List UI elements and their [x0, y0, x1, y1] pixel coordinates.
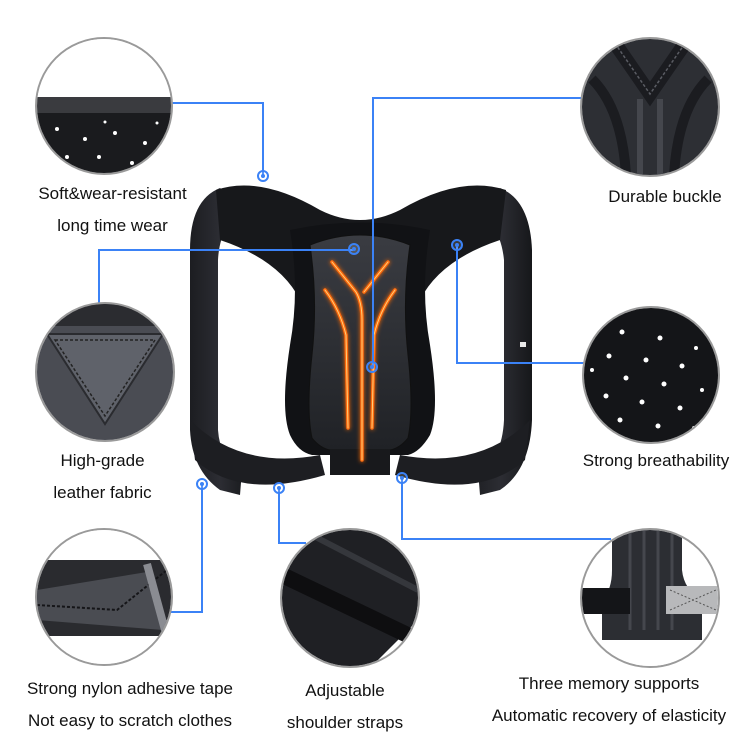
connector-line — [372, 97, 582, 99]
connector-line — [401, 478, 403, 540]
label-straps: Adjustable shoulder straps — [270, 681, 420, 733]
label-line: long time wear — [57, 216, 168, 235]
label-line: Strong breathability — [582, 451, 730, 470]
connector-line — [278, 542, 306, 544]
label-line: Not easy to scratch clothes — [27, 711, 233, 730]
connector-line — [170, 102, 263, 104]
detail-perforated-fabric-edge — [35, 37, 173, 175]
label-line: Adjustable — [305, 681, 385, 700]
label-line: Automatic recovery of elasticity — [491, 706, 727, 725]
hotspot-straps[interactable] — [273, 482, 285, 494]
connector-line — [201, 484, 203, 612]
posture-brace-image — [180, 170, 540, 510]
detail-woven-strap — [280, 528, 420, 668]
hotspot-leather[interactable] — [348, 243, 360, 255]
detail-stitched-leather-triangle — [35, 302, 175, 442]
connector-line — [262, 102, 264, 176]
hotspot-breathability[interactable] — [451, 239, 463, 251]
hotspot-memory-supports[interactable] — [396, 472, 408, 484]
label-line: Durable buckle — [608, 187, 722, 206]
connector-line — [372, 97, 374, 367]
label-line: shoulder straps — [286, 713, 404, 732]
label-breathability: Strong breathability — [562, 451, 750, 471]
detail-nylon-tape — [35, 528, 173, 666]
detail-y-shaped-leather-panel — [580, 37, 720, 177]
connector-line — [98, 249, 353, 251]
hotspot-soft-wear[interactable] — [257, 170, 269, 182]
connector-line — [278, 488, 280, 543]
detail-support-buckle-base — [580, 528, 720, 668]
label-leather: High-grade leather fabric — [0, 451, 205, 503]
label-line: leather fabric — [53, 483, 152, 502]
connector-line — [456, 245, 458, 363]
detail-perforated-mesh — [582, 306, 720, 444]
label-line: Strong nylon adhesive tape — [26, 679, 234, 698]
connector-line — [170, 611, 203, 613]
label-line: High-grade — [60, 451, 145, 470]
hotspot-durable-buckle[interactable] — [366, 361, 378, 373]
connector-line — [98, 249, 100, 304]
connector-line — [456, 362, 584, 364]
label-line: Soft&wear-resistant — [38, 184, 187, 203]
label-soft-wear: Soft&wear-resistant long time wear — [0, 184, 225, 236]
label-line: Three memory supports — [518, 674, 700, 693]
label-memory-supports: Three memory supports Automatic recovery… — [468, 674, 750, 726]
connector-line — [401, 538, 611, 540]
hotspot-nylon-tape[interactable] — [196, 478, 208, 490]
label-nylon-tape: Strong nylon adhesive tape Not easy to s… — [0, 679, 260, 731]
label-durable-buckle: Durable buckle — [575, 187, 750, 207]
